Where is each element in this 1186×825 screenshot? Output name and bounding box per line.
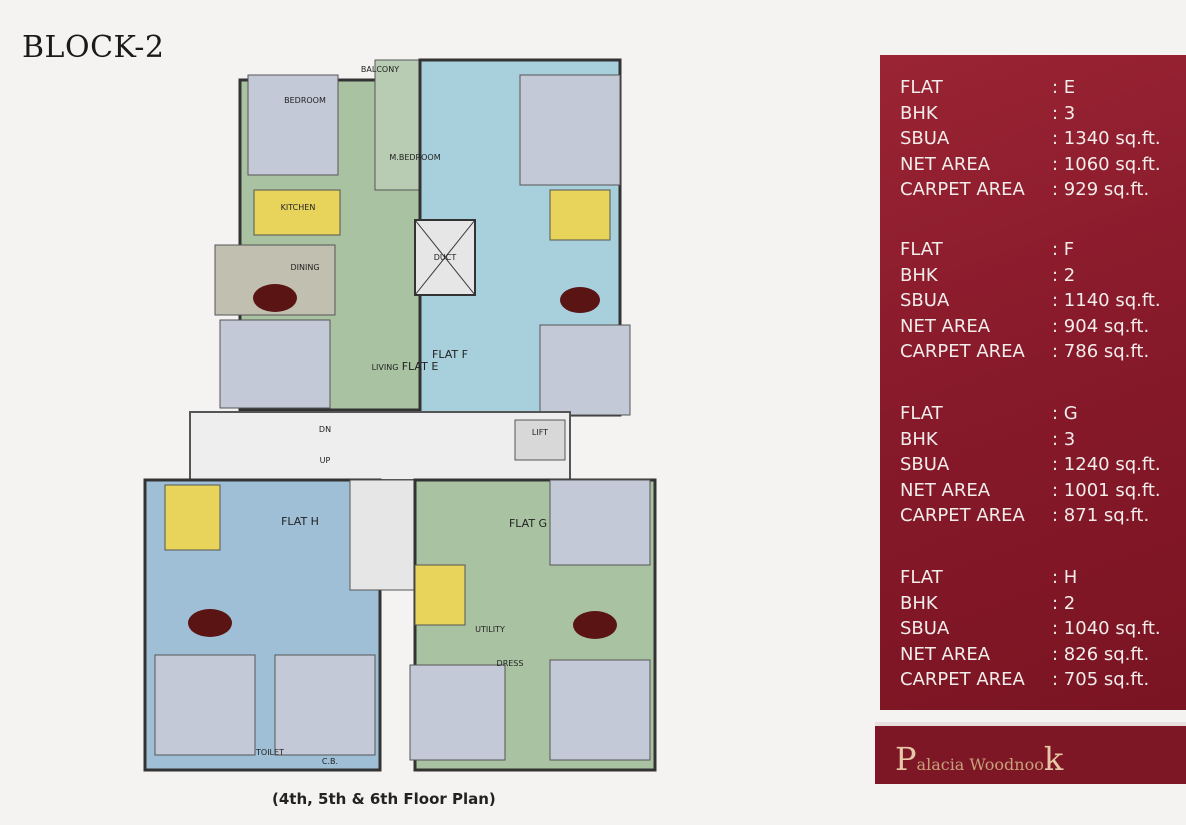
- flat-f-label: FLAT F: [432, 348, 468, 361]
- duct-label: DUCT: [434, 253, 457, 262]
- cb-label: C.B.: [322, 757, 338, 766]
- living-label: LIVING: [372, 363, 399, 372]
- dress-label: DRESS: [497, 659, 524, 668]
- floor-plan-caption: (4th, 5th & 6th Floor Plan): [272, 790, 496, 808]
- flat-h-label: FLAT H: [281, 515, 319, 528]
- flat-h-details: FLAT: H BHK: 2 SBUA: 1040 sq.ft. NET ARE…: [900, 567, 1161, 690]
- flat-f-details: FLAT: F BHK: 2 SBUA: 1140 sq.ft. NET ARE…: [900, 239, 1161, 362]
- m-bedroom-label: M.BEDROOM: [389, 153, 440, 162]
- flat-e-label: FLAT E: [402, 360, 439, 373]
- brand-logo: Palacia Woodnook: [875, 722, 1186, 784]
- flat-g-area: [409, 478, 657, 772]
- dn-label: DN: [319, 425, 331, 434]
- kitchen-label: KITCHEN: [281, 203, 316, 212]
- flat-g-label: FLAT G: [509, 517, 547, 530]
- flat-details-panel: FLAT: E BHK: 3 SBUA: 1340 sq.ft. NET ARE…: [880, 55, 1186, 710]
- toilet-label: TOILET: [255, 748, 284, 757]
- floor-plan: FLAT E FLAT F FLAT G FLAT H BEDROOM M.BE…: [143, 58, 657, 772]
- flat-h-area: [143, 478, 382, 772]
- block-title: BLOCK-2: [22, 30, 165, 65]
- dining-label: DINING: [290, 263, 319, 272]
- up-label: UP: [320, 456, 331, 465]
- flat-g-details: FLAT: G BHK: 3 SBUA: 1240 sq.ft. NET ARE…: [900, 403, 1161, 526]
- balcony-label: BALCONY: [361, 65, 399, 74]
- brand-text: Palacia Woodnook: [895, 740, 1064, 778]
- utility-label: UTILITY: [475, 625, 505, 634]
- bedroom-label: BEDROOM: [284, 96, 326, 105]
- flat-e-details: FLAT: E BHK: 3 SBUA: 1340 sq.ft. NET ARE…: [900, 77, 1161, 200]
- lift-label: LIFT: [532, 428, 548, 437]
